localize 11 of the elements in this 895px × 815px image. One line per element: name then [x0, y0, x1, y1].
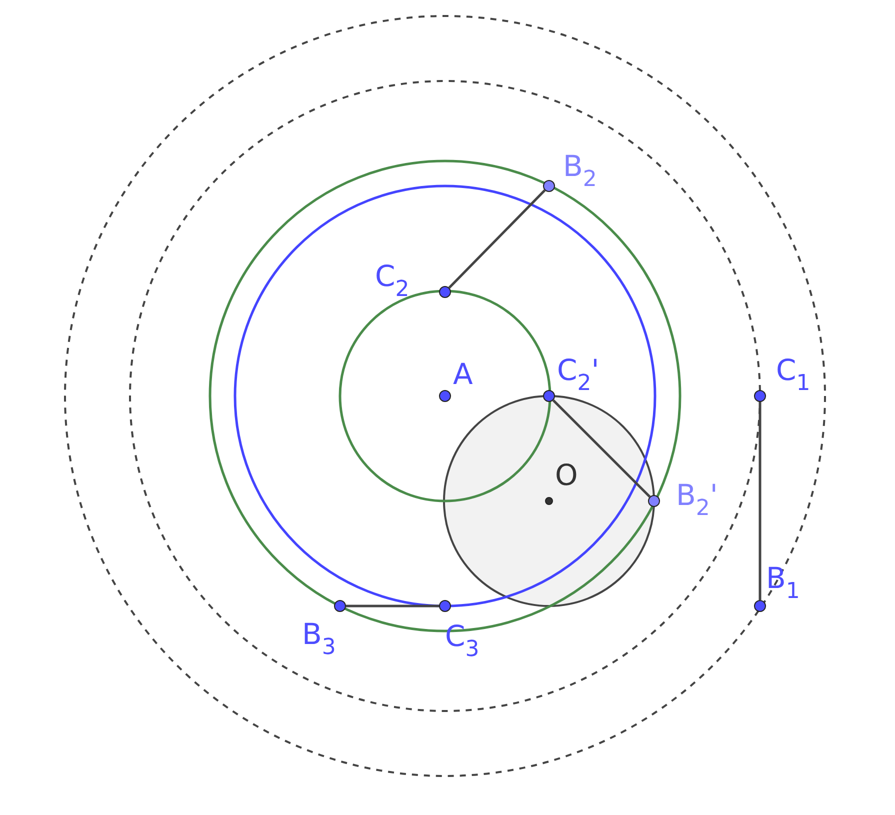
point-label: B$_{3}$ [302, 620, 336, 659]
point-label: B$_{2}$' [676, 481, 718, 520]
point-label: B$_{2}$ [563, 152, 597, 191]
line-segment [758, 402, 762, 600]
point-label: C$_{2}$' [557, 356, 600, 395]
point-label: C$_{1}$ [776, 356, 810, 395]
point-label: O [555, 461, 578, 490]
point-label: A [453, 360, 473, 389]
point-label: C$_{2}$ [375, 262, 410, 301]
line-segment [448, 189, 546, 289]
point-label: B$_{1}$ [766, 564, 800, 603]
